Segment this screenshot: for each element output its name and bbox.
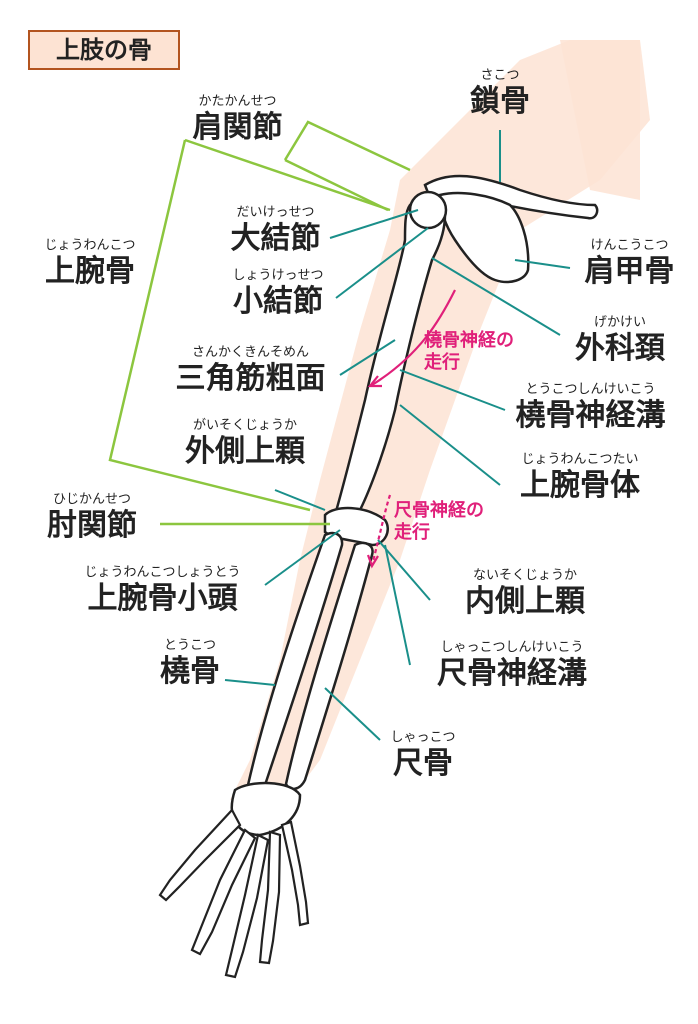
label-ulnar-groove: しゃっこつしんけいこう 尺骨神経溝 — [412, 640, 612, 692]
label-shoulder-joint: かたかんせつ 肩関節 — [180, 94, 295, 146]
ruby-scapula: けんこうこつ — [572, 238, 687, 254]
label-radial-nerve-course: 橈骨神経の 走行 — [424, 330, 514, 374]
text-scapula: 肩甲骨 — [572, 254, 687, 290]
ruby-capitulum: じょうわんこつしょうとう — [55, 565, 270, 581]
finger-bones — [160, 810, 308, 977]
text-lateral-epicondyle: 外側上顆 — [165, 434, 325, 470]
label-medial-epicondyle: ないそくじょうか 内側上顆 — [445, 568, 605, 620]
ruby-lesser-tubercle: しょうけっせつ — [218, 268, 338, 284]
label-humerus-body: じょうわんこつたい 上腕骨体 — [495, 452, 665, 504]
page-title: 上肢の骨 — [28, 30, 180, 70]
label-surgical-neck: げかけい 外科頚 — [565, 315, 675, 367]
ruby-shoulder-joint: かたかんせつ — [180, 94, 295, 110]
text-surgical-neck: 外科頚 — [565, 331, 675, 367]
label-scapula: けんこうこつ 肩甲骨 — [572, 238, 687, 290]
ruby-greater-tubercle: だいけっせつ — [218, 205, 333, 221]
label-deltoid-tuberosity: さんかくきんそめん 三角筋粗面 — [158, 345, 343, 397]
ruby-ulnar-groove: しゃっこつしんけいこう — [412, 640, 612, 656]
label-ulna: しゃっこつ 尺骨 — [368, 730, 478, 782]
text-clavicle: 鎖骨 — [460, 84, 540, 120]
ruby-radius: とうこつ — [140, 638, 240, 654]
text-lesser-tubercle: 小結節 — [218, 284, 338, 320]
text-ulnar-groove: 尺骨神経溝 — [412, 656, 612, 692]
text-radial-groove: 橈骨神経溝 — [498, 398, 683, 434]
ruby-deltoid-tuberosity: さんかくきんそめん — [158, 345, 343, 361]
text-humerus: 上腕骨 — [30, 254, 150, 290]
ruby-lateral-epicondyle: がいそくじょうか — [165, 418, 325, 434]
ulnar-nerve-line1: 尺骨神経の — [394, 500, 484, 522]
ruby-radial-groove: とうこつしんけいこう — [498, 382, 683, 398]
label-elbow-joint: ひじかんせつ 肘関節 — [32, 492, 152, 544]
label-radius: とうこつ 橈骨 — [140, 638, 240, 690]
ruby-ulna: しゃっこつ — [368, 730, 478, 746]
radial-nerve-line1: 橈骨神経の — [424, 330, 514, 352]
label-lateral-epicondyle: がいそくじょうか 外側上顆 — [165, 418, 325, 470]
label-capitulum: じょうわんこつしょうとう 上腕骨小頭 — [55, 565, 270, 617]
ruby-medial-epicondyle: ないそくじょうか — [445, 568, 605, 584]
text-deltoid-tuberosity: 三角筋粗面 — [158, 361, 343, 397]
text-capitulum: 上腕骨小頭 — [55, 581, 270, 617]
ruby-humerus-body: じょうわんこつたい — [495, 452, 665, 468]
text-radius: 橈骨 — [140, 654, 240, 690]
text-humerus-body: 上腕骨体 — [495, 468, 665, 504]
text-ulna: 尺骨 — [368, 746, 478, 782]
ruby-elbow-joint: ひじかんせつ — [32, 492, 152, 508]
text-medial-epicondyle: 内側上顆 — [445, 584, 605, 620]
radial-nerve-line2: 走行 — [424, 352, 514, 374]
ruby-surgical-neck: げかけい — [565, 315, 675, 331]
label-lesser-tubercle: しょうけっせつ 小結節 — [218, 268, 338, 320]
text-shoulder-joint: 肩関節 — [180, 110, 295, 146]
label-greater-tubercle: だいけっせつ 大結節 — [218, 205, 333, 257]
label-ulnar-nerve-course: 尺骨神経の 走行 — [394, 500, 484, 544]
text-elbow-joint: 肘関節 — [32, 508, 152, 544]
text-greater-tubercle: 大結節 — [218, 221, 333, 257]
label-humerus: じょうわんこつ 上腕骨 — [30, 238, 150, 290]
label-clavicle: さこつ 鎖骨 — [460, 68, 540, 120]
label-radial-groove: とうこつしんけいこう 橈骨神経溝 — [498, 382, 683, 434]
ruby-humerus: じょうわんこつ — [30, 238, 150, 254]
ulnar-nerve-line2: 走行 — [394, 522, 484, 544]
ruby-clavicle: さこつ — [460, 68, 540, 84]
